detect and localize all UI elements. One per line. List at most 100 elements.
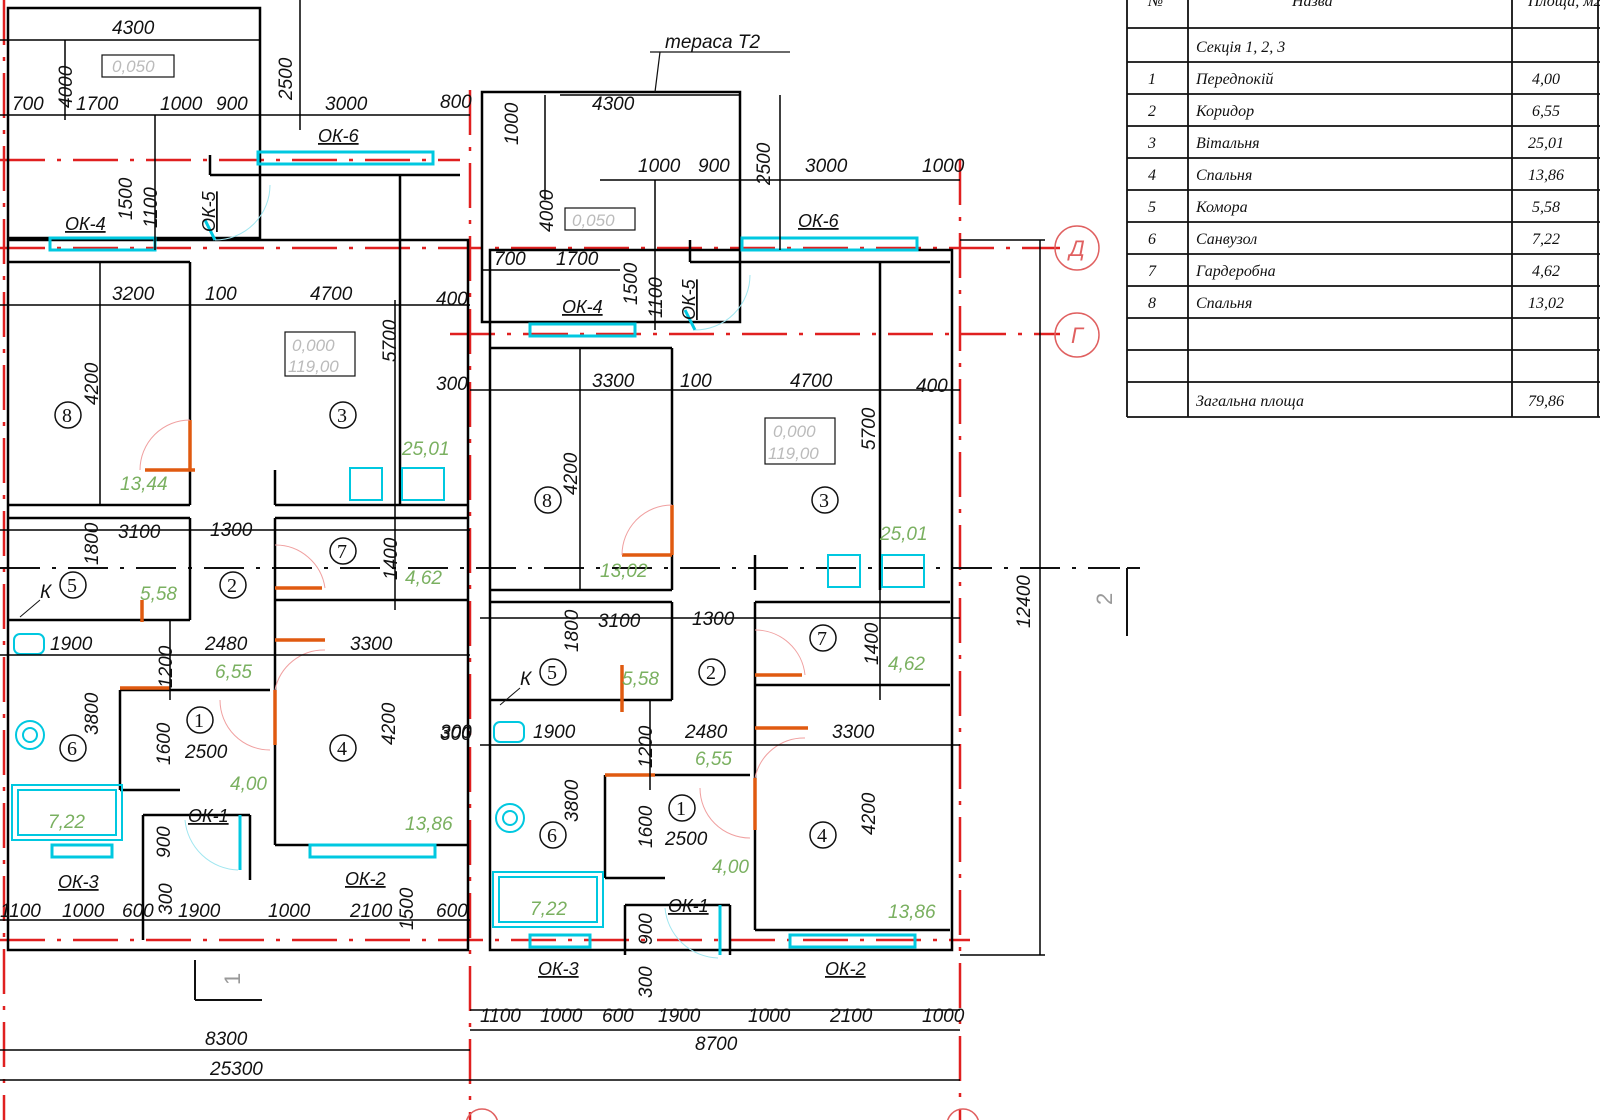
svg-text:600: 600: [436, 901, 468, 922]
svg-text:2100: 2100: [829, 1006, 873, 1027]
svg-text:5700: 5700: [380, 319, 401, 362]
axis-bubble-bottom: [466, 1108, 979, 1120]
svg-text:ОК-5: ОК-5: [679, 278, 699, 320]
room-numbers: [54, 401, 839, 849]
svg-text:1100: 1100: [480, 1006, 521, 1027]
svg-text:600: 600: [602, 1006, 634, 1027]
svg-text:Спальня: Спальня: [1196, 167, 1252, 184]
svg-text:1000: 1000: [502, 102, 523, 145]
svg-text:2100: 2100: [349, 901, 393, 922]
svg-text:13,86: 13,86: [405, 814, 453, 835]
svg-text:1: 1: [1148, 71, 1156, 88]
svg-text:3800: 3800: [82, 692, 103, 735]
svg-text:13,02: 13,02: [1528, 295, 1564, 312]
svg-text:300: 300: [636, 966, 657, 998]
svg-text:700: 700: [494, 249, 526, 270]
opening-labels: ОК-6 ОК-4 ОК-5 ОК-6 ОК-4 ОК-5 ОК-1 ОК-3 …: [58, 126, 866, 979]
svg-text:3300: 3300: [592, 371, 635, 392]
fixtures: [11, 467, 925, 928]
svg-text:4300: 4300: [112, 18, 155, 39]
svg-text:1900: 1900: [178, 901, 221, 922]
svg-text:ОК-5: ОК-5: [199, 190, 219, 232]
svg-text:2480: 2480: [684, 722, 728, 743]
svg-text:4,00: 4,00: [230, 774, 267, 795]
svg-text:5,58: 5,58: [140, 584, 177, 605]
svg-text:4200: 4200: [379, 702, 400, 745]
svg-text:7,22: 7,22: [530, 899, 567, 920]
dimension-texts-inner: 3200 100 4700 400 5700 300 4200 3300 100…: [50, 284, 948, 945]
svg-text:3: 3: [819, 490, 829, 512]
svg-text:4000: 4000: [537, 189, 558, 232]
svg-text:Назва: Назва: [1291, 0, 1333, 10]
svg-text:1900: 1900: [50, 634, 93, 655]
svg-text:6,55: 6,55: [215, 662, 252, 683]
svg-text:1700: 1700: [76, 94, 119, 115]
doors: [120, 420, 808, 830]
svg-text:ОК-1: ОК-1: [188, 806, 229, 826]
svg-text:1700: 1700: [556, 249, 599, 270]
section-cut-2: 2: [1092, 567, 1140, 636]
svg-text:1100: 1100: [646, 277, 667, 318]
svg-text:4,62: 4,62: [888, 654, 925, 675]
svg-text:ОК-6: ОК-6: [798, 211, 840, 231]
svg-text:25,01: 25,01: [879, 524, 928, 545]
svg-text:Гардеробна: Гардеробна: [1195, 263, 1276, 280]
svg-text:ОК-6: ОК-6: [318, 126, 360, 146]
svg-text:0,000: 0,000: [292, 336, 335, 355]
svg-text:400: 400: [436, 289, 468, 310]
svg-text:25,01: 25,01: [1528, 135, 1564, 152]
svg-text:1000: 1000: [922, 1006, 965, 1027]
svg-text:7,22: 7,22: [48, 812, 85, 833]
svg-text:25300: 25300: [209, 1059, 263, 1080]
svg-text:1: 1: [220, 973, 245, 985]
svg-text:3000: 3000: [325, 94, 368, 115]
svg-text:300: 300: [436, 374, 468, 395]
door-swings: [139, 419, 806, 839]
svg-text:1500: 1500: [397, 887, 418, 930]
room-number-texts: 8 3 7 5 2 1 6 4 8 3 7 5 2 1 6 4: [62, 405, 829, 847]
svg-text:2: 2: [1092, 593, 1117, 605]
svg-text:7,22: 7,22: [1532, 231, 1560, 248]
k-label-right: К: [520, 669, 533, 690]
svg-text:4,00: 4,00: [712, 857, 749, 878]
svg-text:5: 5: [547, 662, 557, 684]
svg-text:1000: 1000: [638, 156, 681, 177]
svg-text:1200: 1200: [156, 645, 177, 688]
axis-marker-g: Г: [1054, 312, 1100, 358]
svg-text:ОК-4: ОК-4: [65, 214, 106, 234]
svg-text:7: 7: [817, 628, 827, 650]
svg-text:4,00: 4,00: [1532, 71, 1560, 88]
svg-text:6,55: 6,55: [695, 749, 732, 770]
svg-text:1200: 1200: [636, 725, 657, 768]
svg-text:13,86: 13,86: [1528, 167, 1564, 184]
svg-text:1900: 1900: [533, 722, 576, 743]
svg-text:2500: 2500: [664, 829, 708, 850]
svg-text:12400: 12400: [1014, 575, 1035, 628]
svg-text:8: 8: [542, 490, 552, 512]
windows: [48, 150, 919, 955]
svg-text:119,00: 119,00: [768, 444, 819, 463]
svg-text:300: 300: [156, 883, 177, 915]
svg-text:2500: 2500: [754, 142, 775, 186]
svg-text:5,58: 5,58: [622, 669, 659, 690]
svg-text:1500: 1500: [116, 177, 137, 220]
svg-text:400: 400: [916, 376, 948, 397]
svg-text:1000: 1000: [922, 156, 965, 177]
svg-text:4200: 4200: [82, 362, 103, 405]
svg-text:6: 6: [1148, 231, 1156, 248]
svg-text:13,02: 13,02: [600, 561, 648, 582]
svg-text:8300: 8300: [205, 1029, 248, 1050]
dimension-texts-bottom: 1100 1000 600 1900 1000 2100 1500 600 30…: [0, 883, 965, 1027]
svg-text:2500: 2500: [276, 57, 297, 101]
svg-text:1500: 1500: [621, 262, 642, 305]
svg-text:1800: 1800: [82, 522, 103, 565]
svg-text:ОК-3: ОК-3: [538, 959, 579, 979]
dimension-totals: 8300 8700 25300 12400: [205, 575, 1035, 1080]
svg-text:2480: 2480: [204, 634, 248, 655]
section-cut-1: 1: [194, 960, 262, 1001]
svg-text:5,58: 5,58: [1532, 199, 1560, 216]
svg-text:1300: 1300: [210, 520, 253, 541]
svg-text:1800: 1800: [562, 609, 583, 652]
svg-text:900: 900: [698, 156, 730, 177]
